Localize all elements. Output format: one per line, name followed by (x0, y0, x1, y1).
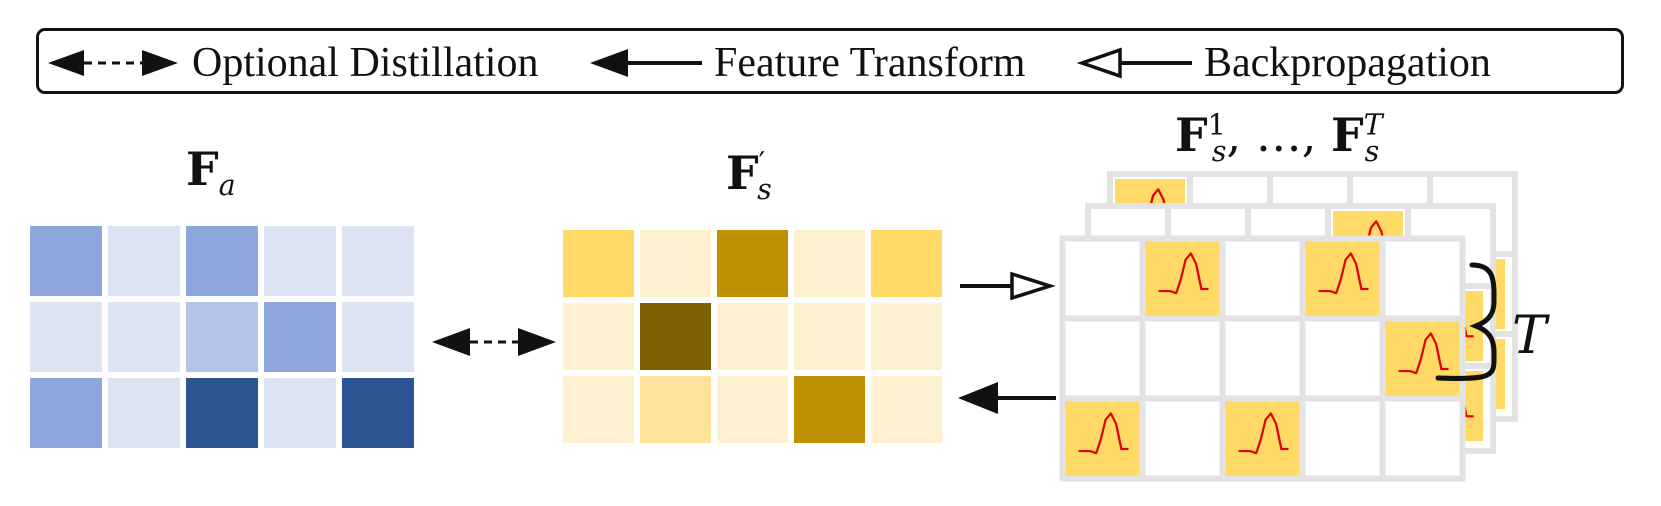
legend-label-feature-transform: Feature Transform (714, 40, 1026, 86)
fa-cell (30, 226, 102, 296)
highlighted-cell (1065, 401, 1140, 476)
empty-cell (1145, 401, 1220, 476)
empty-cell (1305, 321, 1380, 396)
fs-prime-cell (563, 230, 634, 297)
depth-label: T (1512, 306, 1547, 366)
wave-icon (1078, 412, 1129, 455)
fa-cell (264, 378, 336, 448)
fs-prime-cell (717, 230, 788, 297)
legend-backpropagation-arrow-icon (1076, 47, 1192, 79)
highlighted-cell (1145, 241, 1220, 316)
legend-label-optional-distillation: Optional Distillation (192, 40, 539, 86)
fa-feature-grid (30, 226, 414, 448)
fs-prime-cell (794, 303, 865, 370)
fa-cell (186, 302, 258, 372)
fs-prime-cell (871, 230, 942, 297)
fa-cell (108, 378, 180, 448)
fa-cell (342, 226, 414, 296)
empty-cell (1065, 241, 1140, 316)
fa-cell (342, 378, 414, 448)
empty-cell (1145, 321, 1220, 396)
stack-front-grid (1059, 235, 1466, 482)
empty-cell (1065, 321, 1140, 396)
fa-cell (30, 302, 102, 372)
fs-prime-cell (640, 230, 711, 297)
empty-cell (1385, 241, 1460, 316)
legend-feature-transform-arrow-icon (590, 49, 702, 77)
highlighted-cell (1385, 321, 1460, 396)
fs-prime-cell (871, 376, 942, 443)
fa-cell (108, 302, 180, 372)
fa-cell (264, 226, 336, 296)
fs-prime-feature-grid (563, 230, 942, 443)
fa-cell (342, 302, 414, 372)
legend-box (36, 28, 1624, 94)
highlighted-cell (1225, 401, 1300, 476)
depth-brace-icon (1435, 262, 1497, 381)
fa-cell (186, 378, 258, 448)
fa-cell (264, 302, 336, 372)
empty-cell (1305, 401, 1380, 476)
fa-cell (30, 378, 102, 448)
legend-optional-distillation-arrow-icon (48, 50, 178, 76)
fs-prime-label: F′s (726, 146, 772, 207)
fs-prime-cell (640, 376, 711, 443)
feature-transform-arrow-icon (958, 382, 1056, 414)
fs-prime-cell (640, 303, 711, 370)
fs-prime-cell (794, 376, 865, 443)
highlighted-cell (1305, 241, 1380, 316)
fa-label: Fa (186, 142, 236, 203)
stack-label: F1s, …, FTs (1175, 108, 1383, 169)
distillation-arrow-icon (432, 328, 556, 356)
empty-cell (1385, 401, 1460, 476)
fs-prime-cell (717, 303, 788, 370)
fs-prime-cell (563, 303, 634, 370)
fs-prime-cell (794, 230, 865, 297)
fs-prime-cell (871, 303, 942, 370)
fs-prime-cell (717, 376, 788, 443)
legend-label-backpropagation: Backpropagation (1204, 40, 1491, 86)
wave-icon (1158, 252, 1209, 295)
backpropagation-arrow-icon (960, 271, 1056, 301)
fa-cell (186, 226, 258, 296)
fs-prime-cell (563, 376, 634, 443)
fa-cell (108, 226, 180, 296)
wave-icon (1318, 252, 1369, 295)
wave-icon (1398, 332, 1449, 375)
empty-cell (1225, 321, 1300, 396)
empty-cell (1225, 241, 1300, 316)
wave-icon (1238, 412, 1289, 455)
